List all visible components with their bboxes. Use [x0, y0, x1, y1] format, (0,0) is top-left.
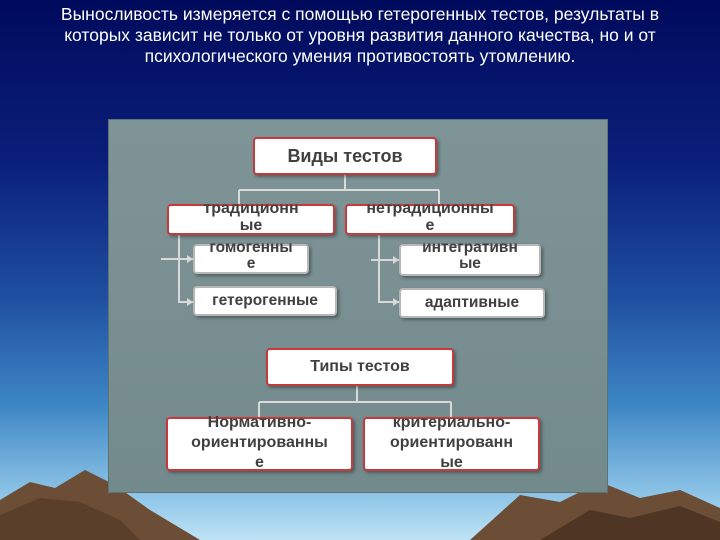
traditional-tests-box: традиционн ые	[167, 204, 335, 235]
norm-oriented-label-line1: Нормативно-	[168, 413, 351, 433]
homogeneous-label-line2: е	[195, 256, 307, 272]
nontraditional-label-line1: нетрадиционны	[347, 200, 513, 217]
norm-oriented-tests-box: Нормативно- ориентированны е	[166, 417, 353, 471]
criterion-oriented-label-line2: ориентированн	[365, 433, 538, 453]
criterion-oriented-label-line1: критериально-	[365, 413, 538, 433]
test-types-title: Типы тестов	[268, 350, 452, 384]
homogeneous-tests-box: гомогенны е	[193, 244, 309, 274]
integrative-tests-box: интегративн ые	[399, 244, 541, 276]
norm-oriented-label-line3: е	[168, 453, 351, 473]
diagram-panel: Виды тестов традиционн ые нетрадиционны …	[108, 119, 608, 493]
heterogeneous-tests-box: гетерогенные	[193, 286, 337, 316]
integrative-label-line2: ые	[401, 256, 539, 272]
nontraditional-tests-box: нетрадиционны е	[345, 204, 515, 235]
traditional-label-line2: ые	[169, 217, 333, 234]
test-types-title-box: Типы тестов	[266, 348, 454, 386]
integrative-label-line1: интегративн	[401, 240, 539, 256]
slide-description: Выносливость измеряется с помощью гетеро…	[30, 4, 690, 67]
heterogeneous-label: гетерогенные	[195, 288, 335, 314]
homogeneous-label-line1: гомогенны	[195, 240, 307, 256]
adaptive-label: адаптивные	[401, 290, 543, 316]
nontraditional-label-line2: е	[347, 217, 513, 234]
criterion-oriented-label-line3: ые	[365, 453, 538, 473]
adaptive-tests-box: адаптивные	[399, 288, 545, 318]
traditional-label-line1: традиционн	[169, 200, 333, 217]
norm-oriented-label-line2: ориентированны	[168, 433, 351, 453]
test-kinds-title: Виды тестов	[255, 139, 435, 173]
criterion-oriented-tests-box: критериально- ориентированн ые	[363, 417, 540, 471]
test-kinds-title-box: Виды тестов	[253, 137, 437, 175]
